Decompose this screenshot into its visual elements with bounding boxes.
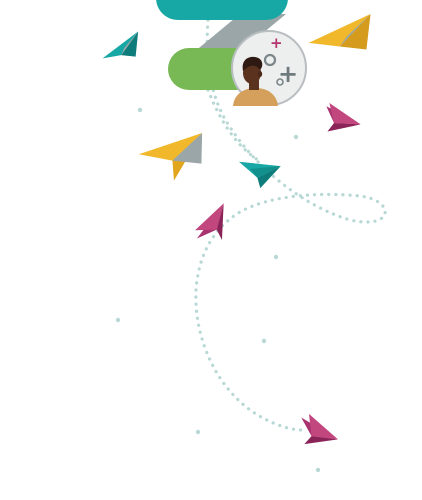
scatter-dot (195, 429, 201, 435)
avatar-shirt (233, 88, 278, 106)
paper-plane-icon (138, 133, 203, 181)
scatter-dot (273, 254, 279, 260)
scatter-dot (115, 317, 121, 323)
plus-icon: + (270, 34, 283, 52)
paper-plane-icon (308, 13, 371, 50)
paper-plane-icon (195, 203, 224, 241)
avatar-neck (249, 80, 259, 90)
avatar-head (243, 62, 261, 84)
paper-plane-icon (238, 161, 281, 189)
ring-icon (276, 78, 284, 86)
paper-plane-icon (326, 102, 361, 132)
avatar-icon (233, 56, 278, 106)
avatar-badge: + + (231, 30, 307, 106)
avatar-ear (257, 71, 263, 77)
dotted-flight-path-top (194, 18, 387, 432)
paper-plane-icon (301, 413, 338, 445)
paper-plane-icon (102, 31, 139, 59)
scatter-dot (293, 134, 299, 140)
teal-bar (156, 0, 288, 20)
scatter-dot (315, 467, 321, 473)
scatter-dot (137, 107, 143, 113)
scatter-dots (115, 107, 321, 473)
ring-icon (263, 53, 277, 67)
scatter-dot (261, 338, 267, 344)
dotted-flight-path-branch (206, 88, 260, 162)
plus-icon: + (278, 60, 298, 88)
avatar-hair (242, 56, 263, 71)
